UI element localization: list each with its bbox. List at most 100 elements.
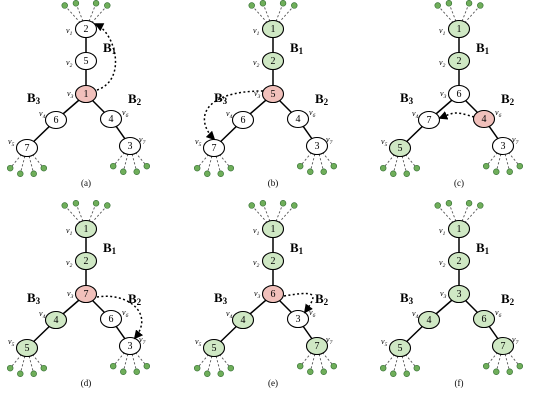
swap-arrow [94,23,117,91]
node-v6 [99,309,123,329]
node-value-v2: 2 [271,256,276,267]
node-v5 [202,338,226,358]
leaf-node [72,0,80,7]
vertex-label-v5: v5 [195,337,202,348]
node-value-v3: 1 [84,89,89,100]
leaf-node [227,164,234,172]
leaf-node [465,200,473,207]
node-v3 [261,84,285,104]
leaf-node [279,0,287,7]
leaf-node [72,200,80,207]
vertex-label-v4: v4 [226,309,233,320]
leaf-node [482,362,490,370]
node-v2 [261,51,285,71]
vertex-label-v1: v1 [439,226,446,237]
vertex-label-v2: v2 [66,258,73,269]
vertex-label-v2: v2 [253,58,260,69]
node-v6 [472,309,496,329]
node-value-v2: 2 [457,256,462,267]
leaf-node [379,364,387,372]
leaf-node [143,162,151,170]
node-v5 [15,338,39,358]
node-value-v7: 7 [315,341,320,352]
vertex-label-v7: v7 [326,335,333,346]
vertex-label-v3: v3 [440,289,447,300]
leaf-node [516,162,524,170]
leaf-node [330,162,338,170]
node-value-v7: 3 [501,141,506,152]
node-v4 [231,310,255,330]
vertex-label-v4: v4 [412,309,419,320]
node-value-v7: 3 [128,341,133,352]
leaf-node [296,362,304,370]
leaf-node [143,362,151,370]
node-v1 [261,219,285,239]
panel-caption: (c) [454,178,464,188]
vertex-label-v6: v6 [495,108,502,119]
leaf-node [92,0,100,7]
leaf-node [506,368,513,375]
node-value-v1: 1 [84,224,89,235]
branch-label-B3: B3 [27,290,41,306]
vertex-label-v3: v3 [440,89,447,100]
leaf-node [61,2,68,9]
leaf-node [379,164,387,172]
node-v7 [305,136,329,156]
vertex-label-v7: v7 [512,135,519,146]
leaf-node [17,370,24,377]
node-v2 [74,251,98,271]
panel-caption: (d) [81,378,92,388]
node-v3 [74,84,98,104]
vertex-label-v5: v5 [8,137,15,148]
node-v4 [44,310,68,330]
leaf-node [390,170,397,177]
leaf-node [248,202,255,209]
node-value-v5: 5 [212,343,217,354]
node-v1 [447,219,471,239]
node-v7 [491,136,515,156]
vertex-label-v4: v4 [39,309,46,320]
leaf-node [92,200,100,207]
swap-arrow [438,111,475,120]
leaf-node [40,364,47,372]
vertex-label-v4: v4 [226,109,233,120]
node-value-v4: 4 [427,315,432,326]
leaf-node [61,202,68,209]
leaf-node [259,0,267,7]
node-v5 [388,138,412,158]
leaf-node [291,2,298,9]
vertex-label-v5: v5 [381,337,388,348]
branch-label-B3: B3 [214,90,228,106]
vertex-label-v5: v5 [381,137,388,148]
leaf-node [330,362,338,370]
vertex-label-v6: v6 [495,308,502,319]
node-v4 [231,110,255,130]
panel-caption: (f) [455,378,464,388]
node-v6 [99,109,123,129]
leaf-node [17,170,24,177]
leaf-node [477,2,484,9]
node-v4 [417,310,441,330]
leaf-node [403,170,410,177]
leaf-node [6,164,14,172]
vertex-label-v6: v6 [122,308,129,319]
node-value-v2: 2 [271,56,276,67]
leaf-node [193,164,201,172]
leaf-node [217,170,224,177]
swap-arrow [203,90,264,141]
node-value-v4: 7 [427,115,432,126]
leaf-node [296,162,304,170]
node-v1 [447,19,471,39]
leaf-node [204,370,211,377]
leaf-node [217,370,224,377]
node-value-v1: 1 [457,24,462,35]
leaf-node [434,2,441,9]
leaf-node [227,364,234,372]
vertex-label-v1: v1 [439,26,446,37]
node-value-v2: 2 [457,56,462,67]
vertex-label-v5: v5 [195,137,202,148]
